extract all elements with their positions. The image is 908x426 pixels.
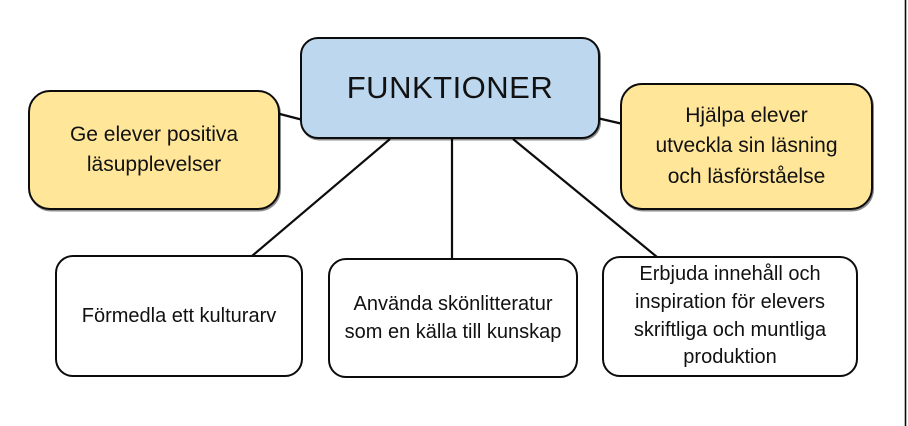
bottom-node-fiction-as-knowledge-source: Använda skönlitteratur som en källa till…: [328, 258, 578, 378]
connector-center-to-right-node: [596, 116, 624, 126]
bottom-node-content-and-inspiration: Erbjuda innehåll och inspiration för ele…: [602, 256, 858, 377]
center-node-label: FUNKTIONER: [346, 70, 554, 105]
connector-center-to-bottom-node-3: [512, 138, 658, 258]
bottom-node-2-label: Använda skönlitteratur som en källa till…: [344, 292, 562, 343]
bottom-node-cultural-heritage: Förmedla ett kulturarv: [55, 255, 303, 377]
bottom-node-3-label: Erbjuda innehåll och inspiration för ele…: [633, 263, 827, 369]
side-node-left-label: Ge elever positiva läsupplevelser: [69, 122, 239, 176]
bottom-node-1-label: Förmedla ett kulturarv: [81, 304, 277, 327]
center-node-funktioner: FUNKTIONER: [300, 37, 600, 139]
side-node-positive-reading-experiences: Ge elever positiva läsupplevelser: [28, 90, 280, 210]
connector-center-to-left-node: [275, 111, 304, 122]
side-node-right-label: Hjälpa elever utveckla sin läsning och l…: [655, 103, 838, 188]
side-node-develop-reading-comprehension: Hjälpa elever utveckla sin läsning och l…: [620, 83, 873, 210]
connector-center-to-bottom-node-1: [251, 138, 391, 257]
